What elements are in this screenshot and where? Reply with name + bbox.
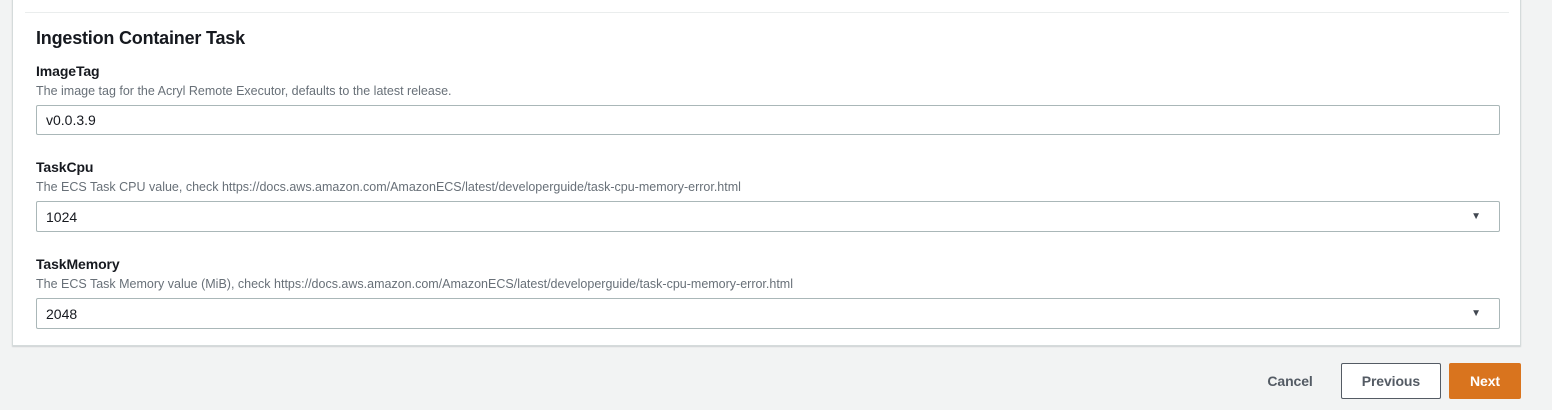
section-divider bbox=[25, 12, 1509, 13]
parameters-panel: Ingestion Container Task ImageTag The im… bbox=[12, 0, 1521, 346]
imagetag-input[interactable] bbox=[36, 105, 1500, 135]
taskcpu-select[interactable]: 1024 ▼ bbox=[36, 201, 1500, 232]
form-field-imagetag: ImageTag The image tag for the Acryl Rem… bbox=[36, 63, 1500, 135]
field-label: TaskMemory bbox=[36, 256, 120, 272]
cancel-button[interactable]: Cancel bbox=[1267, 363, 1312, 399]
next-button[interactable]: Next bbox=[1449, 363, 1521, 399]
section-title: Ingestion Container Task bbox=[36, 28, 245, 48]
chevron-down-icon: ▼ bbox=[1471, 307, 1481, 319]
field-description: The ECS Task CPU value, check https://do… bbox=[36, 180, 741, 194]
field-label: TaskCpu bbox=[36, 159, 94, 175]
selected-value: 1024 bbox=[46, 208, 78, 225]
wizard-footer: Cancel Previous Next bbox=[1267, 363, 1521, 399]
taskmemory-select[interactable]: 2048 ▼ bbox=[36, 298, 1500, 329]
section-content: Ingestion Container Task ImageTag The im… bbox=[13, 27, 1520, 329]
selected-value: 2048 bbox=[46, 305, 78, 322]
field-description: The image tag for the Acryl Remote Execu… bbox=[36, 84, 452, 98]
chevron-down-icon: ▼ bbox=[1471, 210, 1481, 222]
field-label: ImageTag bbox=[36, 63, 100, 79]
previous-button[interactable]: Previous bbox=[1340, 363, 1442, 399]
form-field-taskcpu: TaskCpu The ECS Task CPU value, check ht… bbox=[36, 159, 1500, 232]
field-description: The ECS Task Memory value (MiB), check h… bbox=[36, 277, 793, 291]
form-field-taskmemory: TaskMemory The ECS Task Memory value (Mi… bbox=[36, 256, 1500, 329]
